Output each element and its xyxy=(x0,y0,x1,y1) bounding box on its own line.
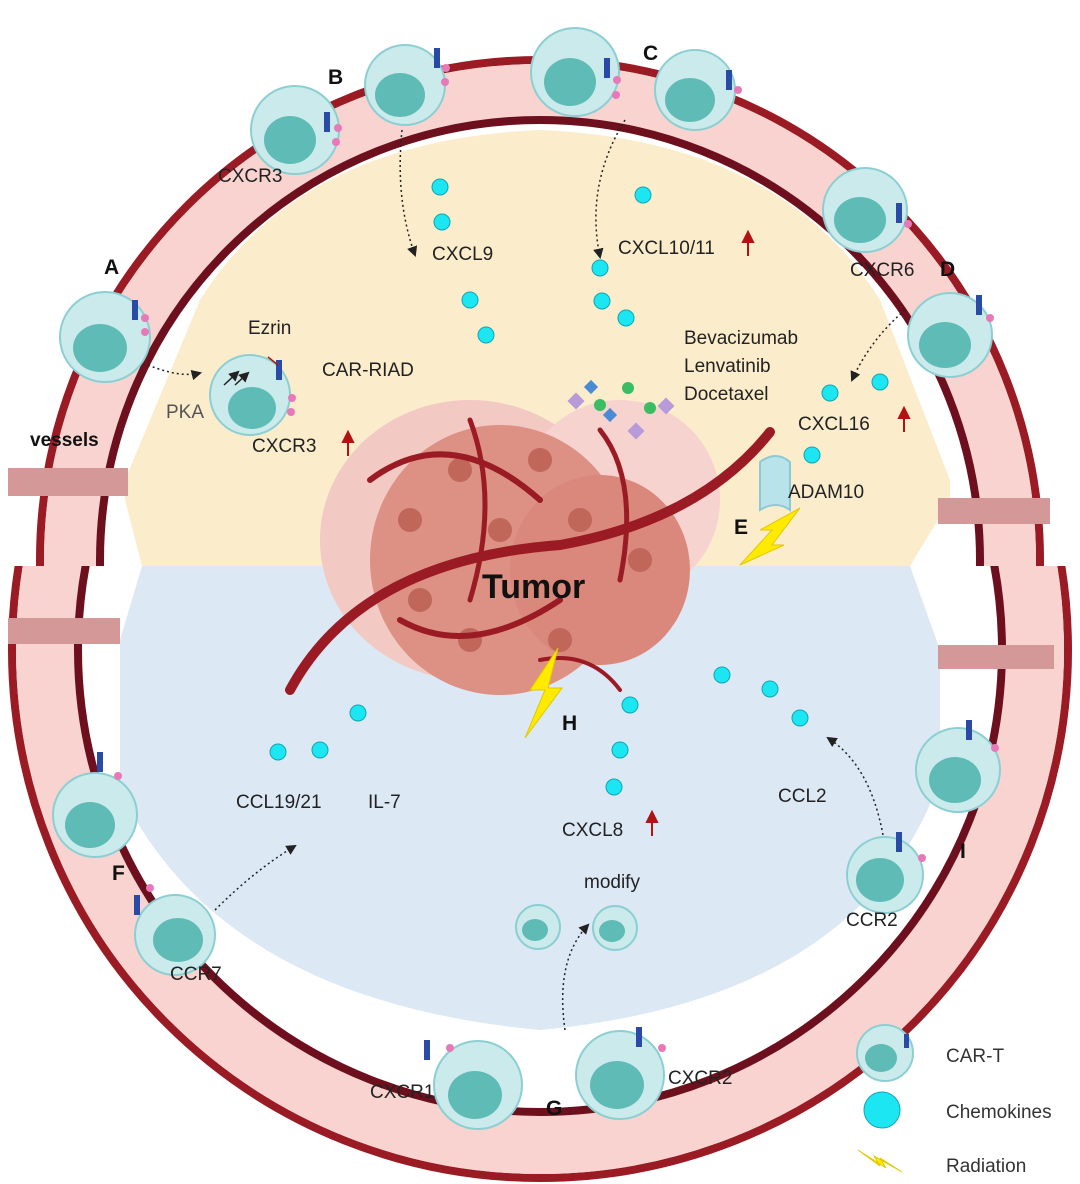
lower-vessel-end-left xyxy=(8,618,120,644)
car-t-cell-b1 xyxy=(250,85,340,175)
car-t-cell-g1 xyxy=(433,1040,523,1130)
increase-arrows xyxy=(341,229,911,836)
legend-chemokines-label: Chemokines xyxy=(946,1102,1052,1123)
chemokine-dots xyxy=(269,178,889,796)
radiation-bolt-e xyxy=(739,507,801,566)
migration-arrows xyxy=(147,119,906,1031)
chemokine-label-cxcl10-11: CXCL10/11 xyxy=(618,238,715,259)
car-t-cell-modify-1 xyxy=(515,904,561,950)
tumor-mass xyxy=(320,400,720,695)
drug-particles xyxy=(567,379,675,440)
pka-label: PKA xyxy=(166,402,204,423)
panel-label-i: I xyxy=(960,840,966,863)
drug-label-bevacizumab: Bevacizumab xyxy=(684,328,798,349)
receptor-label-cxcr2: CXCR2 xyxy=(668,1068,732,1089)
car-receptors xyxy=(97,48,999,1060)
upper-vessel-end-left xyxy=(8,468,128,496)
up-arrow-cxcl8 xyxy=(645,809,659,836)
receptor-label-cxcr3-a: CXCR3 xyxy=(252,436,316,457)
car-t-cell-d2 xyxy=(907,292,993,378)
panel-label-e: E xyxy=(734,516,748,539)
legend-radiation-icon xyxy=(857,1149,903,1173)
chemokine-label-ccl2: CCL2 xyxy=(778,786,827,807)
car-t-cell-i2 xyxy=(846,836,924,914)
legend-car-t-icon xyxy=(856,1024,914,1082)
car-t-cell-f2 xyxy=(134,894,216,976)
car-t-cell-g2 xyxy=(575,1030,665,1120)
car-riad-label: CAR-RIAD xyxy=(322,360,414,381)
radiation-bolts xyxy=(524,507,801,739)
arrow-c xyxy=(593,119,626,260)
car-t-cell-i1 xyxy=(915,727,1001,813)
panel-label-f: F xyxy=(112,862,125,885)
vessels-label: vessels xyxy=(30,430,99,451)
receptor-label-ccr7: CCR7 xyxy=(170,964,222,985)
panel-label-c: C xyxy=(643,42,658,65)
chemokine-label-cxcl16: CXCL16 xyxy=(798,414,870,435)
lower-compartment xyxy=(120,566,940,1030)
tumor-label: Tumor xyxy=(482,568,585,606)
receptor-label-cxcr3-b: CXCR3 xyxy=(218,166,282,187)
up-arrow-cxcr3 xyxy=(341,429,355,456)
car-t-cell-d1 xyxy=(822,167,908,253)
upper-vessel-end-right xyxy=(938,498,1050,524)
car-t-cell-c2 xyxy=(654,49,736,131)
drug-label-lenvatinib: Lenvatinib xyxy=(684,356,771,377)
up-arrow-cxcl10-11 xyxy=(741,229,755,256)
chemokine-label-cxcl9: CXCL9 xyxy=(432,244,493,265)
car-t-cell-c1 xyxy=(530,27,620,117)
panel-label-d: D xyxy=(940,258,955,281)
arrow-a xyxy=(147,364,203,381)
car-t-cell-a xyxy=(59,291,151,383)
legend-car-t-label: CAR-T xyxy=(946,1046,1004,1067)
adam10-protease xyxy=(759,455,791,512)
car-t-cell-f1 xyxy=(52,772,138,858)
tumor-vasculature xyxy=(285,417,775,695)
chemokine-label-il7: IL-7 xyxy=(368,792,401,813)
arrow-f xyxy=(214,844,297,911)
receptor-label-cxcr1: CXCR1 xyxy=(370,1082,434,1103)
up-arrow-cxcl16 xyxy=(897,405,911,432)
chemokine-label-cxcl8: CXCL8 xyxy=(562,820,623,841)
arrow-b xyxy=(399,129,418,257)
panel-label-b: B xyxy=(328,66,343,89)
drug-label-docetaxel: Docetaxel xyxy=(684,384,769,405)
chemokine-label-ccl19-21: CCL19/21 xyxy=(236,792,322,813)
arrow-g xyxy=(561,923,590,1031)
text-labels: Tumor vessels A B C D E F G H I CXCR3 CX… xyxy=(30,42,966,1120)
adam10-label: ADAM10 xyxy=(788,482,864,503)
modify-label: modify xyxy=(584,872,640,893)
car-t-cell-b2 xyxy=(364,44,446,126)
panel-label-a: A xyxy=(104,256,119,279)
legend-radiation-label: Radiation xyxy=(946,1156,1026,1177)
car-t-cell-modify-2 xyxy=(592,905,638,951)
panel-label-h: H xyxy=(562,712,577,735)
radiation-bolt-h xyxy=(524,647,563,739)
ezrin-label: Ezrin xyxy=(248,318,291,339)
legend-chemokine-icon xyxy=(863,1091,901,1129)
receptor-label-ccr2: CCR2 xyxy=(846,910,898,931)
car-t-cells xyxy=(52,27,1001,1130)
riad-pathway-arrows xyxy=(223,356,279,386)
receptor-label-cxcr6: CXCR6 xyxy=(850,260,914,281)
legend: CAR-T Chemokines Radiation xyxy=(856,1024,1052,1177)
lower-vessel-end-right xyxy=(938,645,1054,669)
panel-label-g: G xyxy=(546,1097,562,1120)
